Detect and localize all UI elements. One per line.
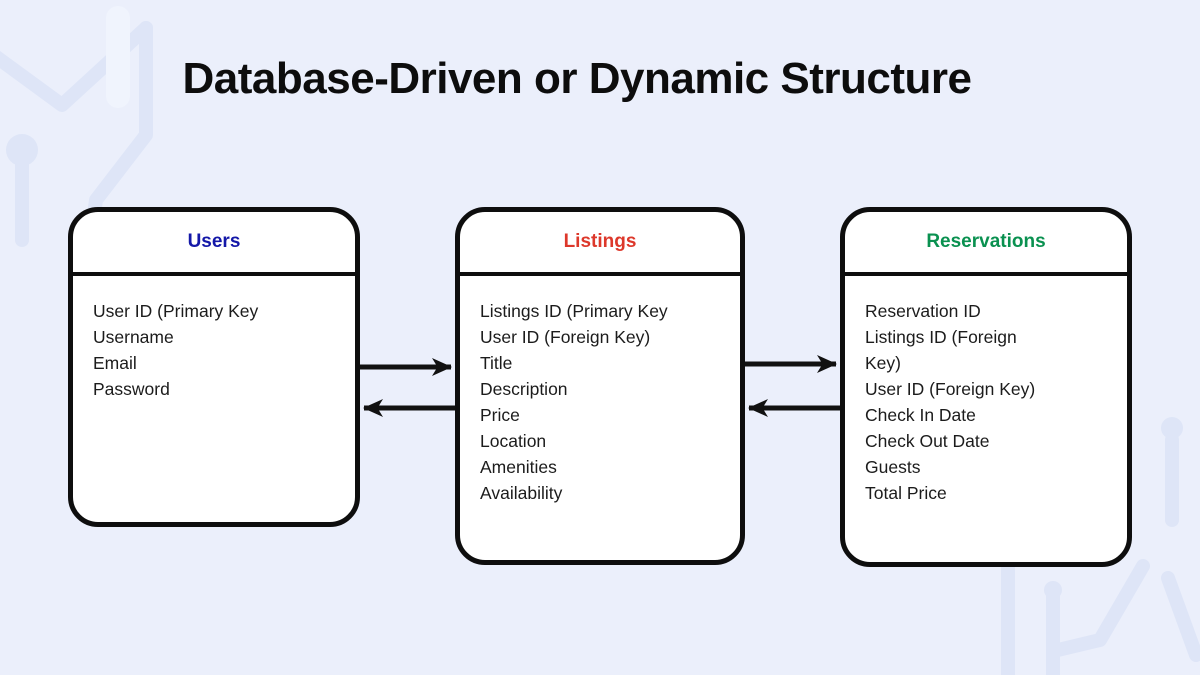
entity-fields-users: User ID (Primary Key Username Email Pass…	[73, 276, 355, 402]
field-price: Price	[480, 405, 520, 425]
field-listings-id-fk: Listings ID (Foreign Key)	[865, 327, 1017, 373]
entity-title-listings: Listings	[563, 231, 637, 252]
entity-card-users: Users User ID (Primary Key Username Emai…	[68, 207, 360, 527]
field-guests: Guests	[865, 457, 921, 477]
entity-title-reservations: Reservations	[926, 231, 1046, 252]
field-check-in-date: Check In Date	[865, 405, 976, 425]
field-check-out-date: Check Out Date	[865, 431, 990, 451]
field-listings-id: Listings ID (Primary Key	[480, 301, 668, 321]
field-password: Password	[93, 379, 170, 399]
field-total-price: Total Price	[865, 483, 947, 503]
field-username: Username	[93, 327, 174, 347]
field-user-id: User ID (Primary Key	[93, 301, 259, 321]
field-email: Email	[93, 353, 137, 373]
entity-header-reservations: Reservations	[845, 212, 1127, 276]
field-user-id-fk: User ID (Foreign Key)	[480, 327, 651, 347]
field-title: Title	[480, 353, 513, 373]
entity-fields-reservations: Reservation ID Listings ID (Foreign Key)…	[845, 276, 1127, 506]
field-user-id-fk: User ID (Foreign Key)	[865, 379, 1036, 399]
field-description: Description	[480, 379, 568, 399]
entity-header-listings: Listings	[460, 212, 740, 276]
field-location: Location	[480, 431, 547, 451]
entity-card-listings: Listings Listings ID (Primary Key User I…	[455, 207, 745, 565]
entity-fields-listings: Listings ID (Primary Key User ID (Foreig…	[460, 276, 740, 506]
entity-header-users: Users	[73, 212, 355, 276]
entity-title-users: Users	[187, 231, 241, 252]
entity-card-reservations: Reservations Reservation ID Listings ID …	[840, 207, 1132, 567]
page-title: Database-Driven or Dynamic Structure	[182, 54, 972, 103]
field-amenities: Amenities	[480, 457, 557, 477]
field-reservation-id: Reservation ID	[865, 301, 981, 321]
field-availability: Availability	[480, 483, 563, 503]
